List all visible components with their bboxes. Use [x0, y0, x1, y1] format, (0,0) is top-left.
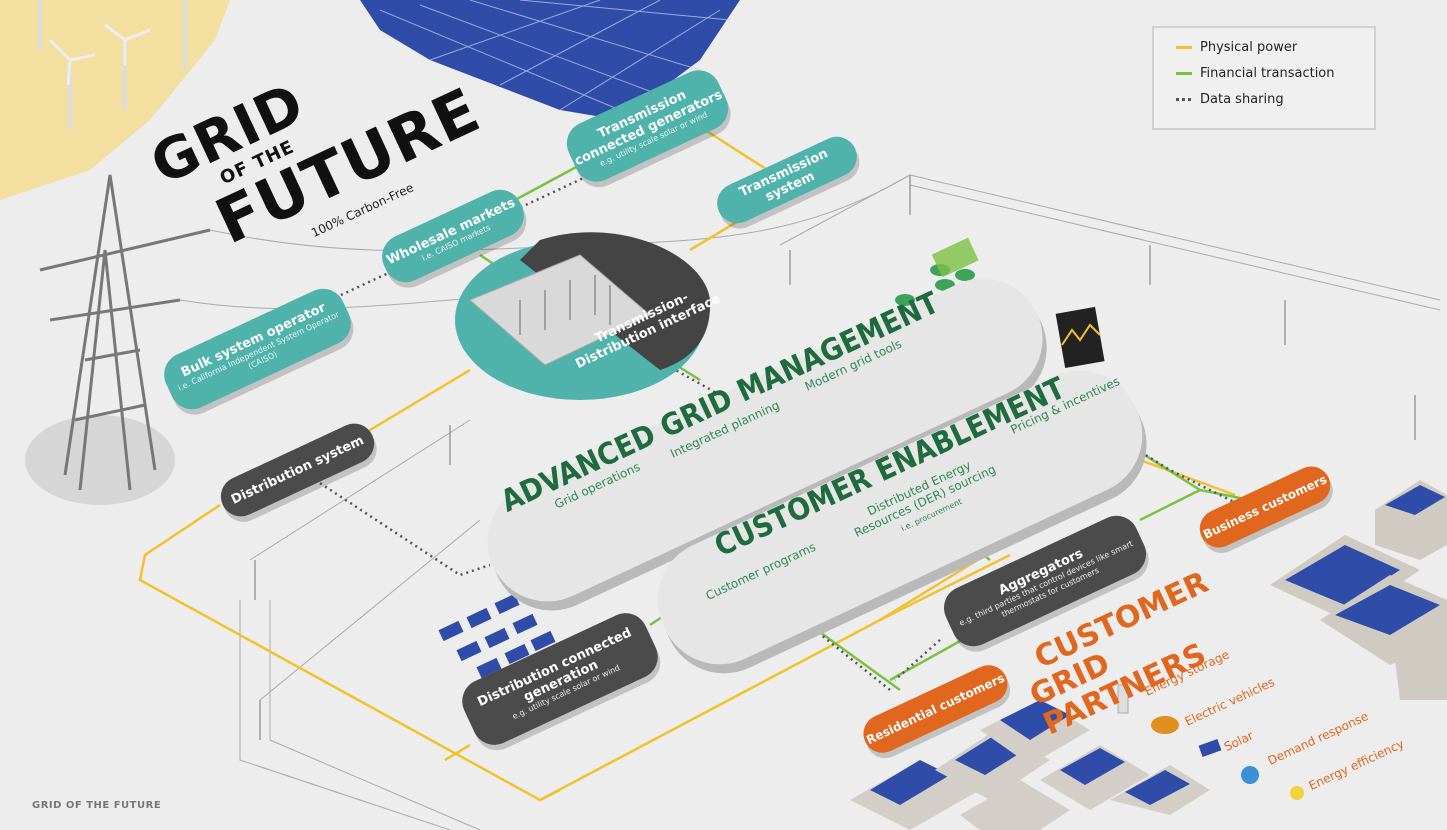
- distributed-solar-icon: [438, 593, 556, 679]
- business-buildings-icon: [1270, 480, 1447, 700]
- legend-financial-transaction: Financial transaction: [1176, 66, 1335, 81]
- footer-label: GRID OF THE FUTURE: [32, 800, 162, 811]
- overhead-cables: [179, 174, 1441, 830]
- solar-farm-field: [360, 0, 740, 120]
- screen-icon: [931, 237, 979, 278]
- substation-icon: [469, 254, 651, 366]
- solar-panel-icon: [1198, 738, 1222, 758]
- legend-physical-power: Physical power: [1176, 40, 1297, 55]
- demand-response-icon: [1241, 766, 1259, 784]
- residential-houses-icon: [850, 700, 1210, 830]
- legend-label: Data sharing: [1200, 92, 1284, 107]
- legend: Physical power Financial transaction Dat…: [1152, 26, 1376, 130]
- legend-label: Physical power: [1200, 40, 1298, 55]
- substation-equipment-icon: [519, 275, 611, 335]
- pylon-base: [25, 415, 175, 505]
- pricing-chart-icon: [1055, 306, 1105, 369]
- legend-label: Financial transaction: [1200, 66, 1335, 81]
- wind-farm-field: [0, 0, 230, 200]
- pricing-chart-line: [1061, 323, 1101, 346]
- wind-turbine-blades: [48, 23, 151, 86]
- energy-efficiency-icon: [1290, 786, 1304, 800]
- energy-storage-icon: [1117, 684, 1129, 714]
- legend-data-sharing: Data sharing: [1176, 92, 1284, 107]
- legend-swatch-yellow: [1176, 46, 1192, 49]
- electric-vehicle-icon: [1151, 716, 1179, 734]
- legend-swatch-dots: [1176, 98, 1192, 101]
- pole-icons: [254, 175, 1416, 740]
- legend-swatch-green: [1176, 72, 1192, 75]
- transmission-tower-icon: [39, 174, 211, 491]
- solar-farm-grid: [379, 0, 731, 111]
